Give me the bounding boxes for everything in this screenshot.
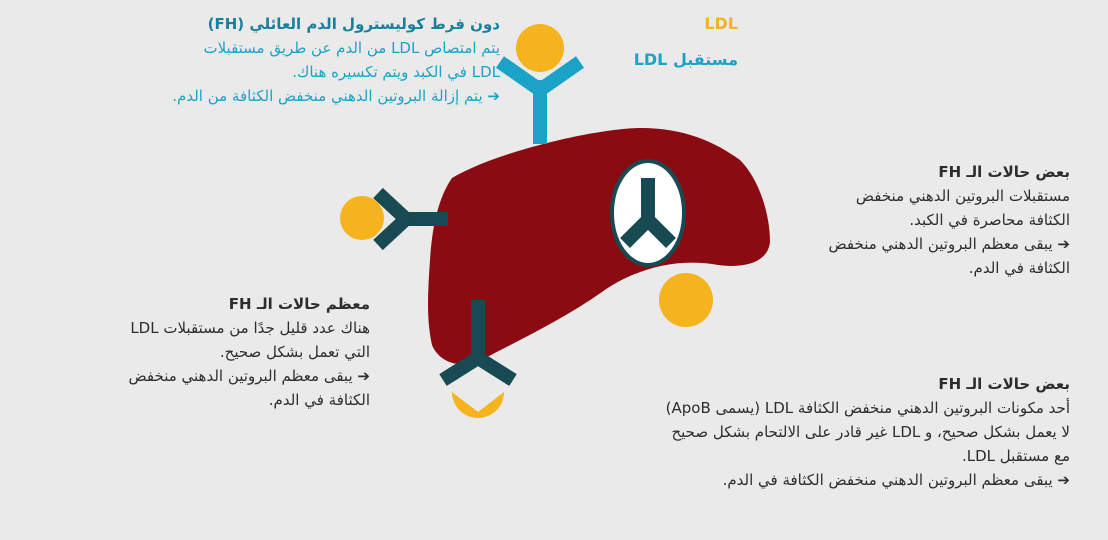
block-most-fh: معظم حالات الـ FH هناك عدد قليل جدًا من … bbox=[40, 292, 370, 412]
legend-receptor-label: مستقبل LDL bbox=[633, 50, 738, 69]
top-ldl-particle bbox=[516, 24, 564, 72]
trapped-receptor-cup bbox=[620, 210, 676, 248]
liver-shape bbox=[428, 128, 770, 365]
block-fh-trapped-line3-text: يبقى معظم البروتين الدهني منخفض bbox=[828, 235, 1053, 253]
left-receptor-cup bbox=[373, 187, 417, 251]
left-ldl-particle bbox=[340, 196, 384, 240]
arrow-icon: ➔ bbox=[1057, 471, 1070, 489]
block-fh-trapped-line1: مستقبلات البروتين الدهني منخفض bbox=[855, 187, 1070, 205]
block-fh-apob-line3: مع مستقبل LDL. bbox=[961, 447, 1070, 465]
trapped-receptor-stem bbox=[641, 178, 655, 218]
block-without-fh: دون فرط كوليسترول الدم العائلي (FH) يتم … bbox=[40, 12, 500, 108]
block-without-fh-line3: ➔ يتم إزالة البروتين الدهني منخفض الكثاف… bbox=[40, 84, 500, 108]
block-fh-apob-line1: أحد مكونات البروتين الدهني منخفض الكثافة… bbox=[665, 399, 1070, 417]
block-without-fh-line1: يتم امتصاص LDL من الدم عن طريق مستقبلات bbox=[203, 39, 500, 57]
block-without-fh-heading: دون فرط كوليسترول الدم العائلي (FH) bbox=[207, 15, 500, 33]
legend-ldl-label: LDL bbox=[704, 14, 738, 33]
block-without-fh-line2: LDL في الكبد ويتم تكسيره هناك. bbox=[292, 63, 500, 81]
block-fh-trapped-heading: بعض حالات الـ FH bbox=[938, 163, 1070, 181]
arrow-icon: ➔ bbox=[357, 367, 370, 385]
top-receptor-cup bbox=[495, 56, 585, 99]
bottom-ldl-particle bbox=[452, 392, 504, 418]
block-fh-trapped-line3: ➔ يبقى معظم البروتين الدهني منخفض bbox=[740, 232, 1070, 256]
block-fh-apob-line4-text: يبقى معظم البروتين الدهني منخفض الكثافة … bbox=[722, 471, 1053, 489]
block-fh-apob-heading: بعض حالات الـ FH bbox=[938, 375, 1070, 393]
block-most-fh-line2: التي تعمل بشكل صحيح. bbox=[219, 343, 370, 361]
block-fh-trapped-line4: الكثافة في الدم. bbox=[968, 259, 1070, 277]
block-most-fh-heading: معظم حالات الـ FH bbox=[228, 295, 370, 313]
unbound-ldl-particle bbox=[659, 273, 713, 327]
block-most-fh-line3: ➔ يبقى معظم البروتين الدهني منخفض bbox=[40, 364, 370, 388]
arrow-icon: ➔ bbox=[1057, 235, 1070, 253]
bottom-receptor-stem bbox=[471, 300, 485, 358]
block-most-fh-line3-text: يبقى معظم البروتين الدهني منخفض bbox=[128, 367, 353, 385]
block-fh-apob: بعض حالات الـ FH أحد مكونات البروتين الد… bbox=[520, 372, 1070, 492]
block-without-fh-line3-text: يتم إزالة البروتين الدهني منخفض الكثافة … bbox=[172, 87, 483, 105]
block-fh-trapped-line2: الكثافة محاصرة في الكبد. bbox=[909, 211, 1070, 229]
block-most-fh-line1: هناك عدد قليل جدًا من مستقبلات LDL bbox=[130, 319, 370, 337]
bottom-receptor-cup bbox=[439, 349, 517, 386]
block-fh-apob-line4: ➔ يبقى معظم البروتين الدهني منخفض الكثاف… bbox=[520, 468, 1070, 492]
block-most-fh-line4: الكثافة في الدم. bbox=[268, 391, 370, 409]
block-fh-trapped-receptors: بعض حالات الـ FH مستقبلات البروتين الدهن… bbox=[740, 160, 1070, 280]
arrow-icon: ➔ bbox=[487, 87, 500, 105]
block-fh-apob-line2: لا يعمل بشكل صحيح، و LDL غير قادر على ال… bbox=[671, 423, 1070, 441]
